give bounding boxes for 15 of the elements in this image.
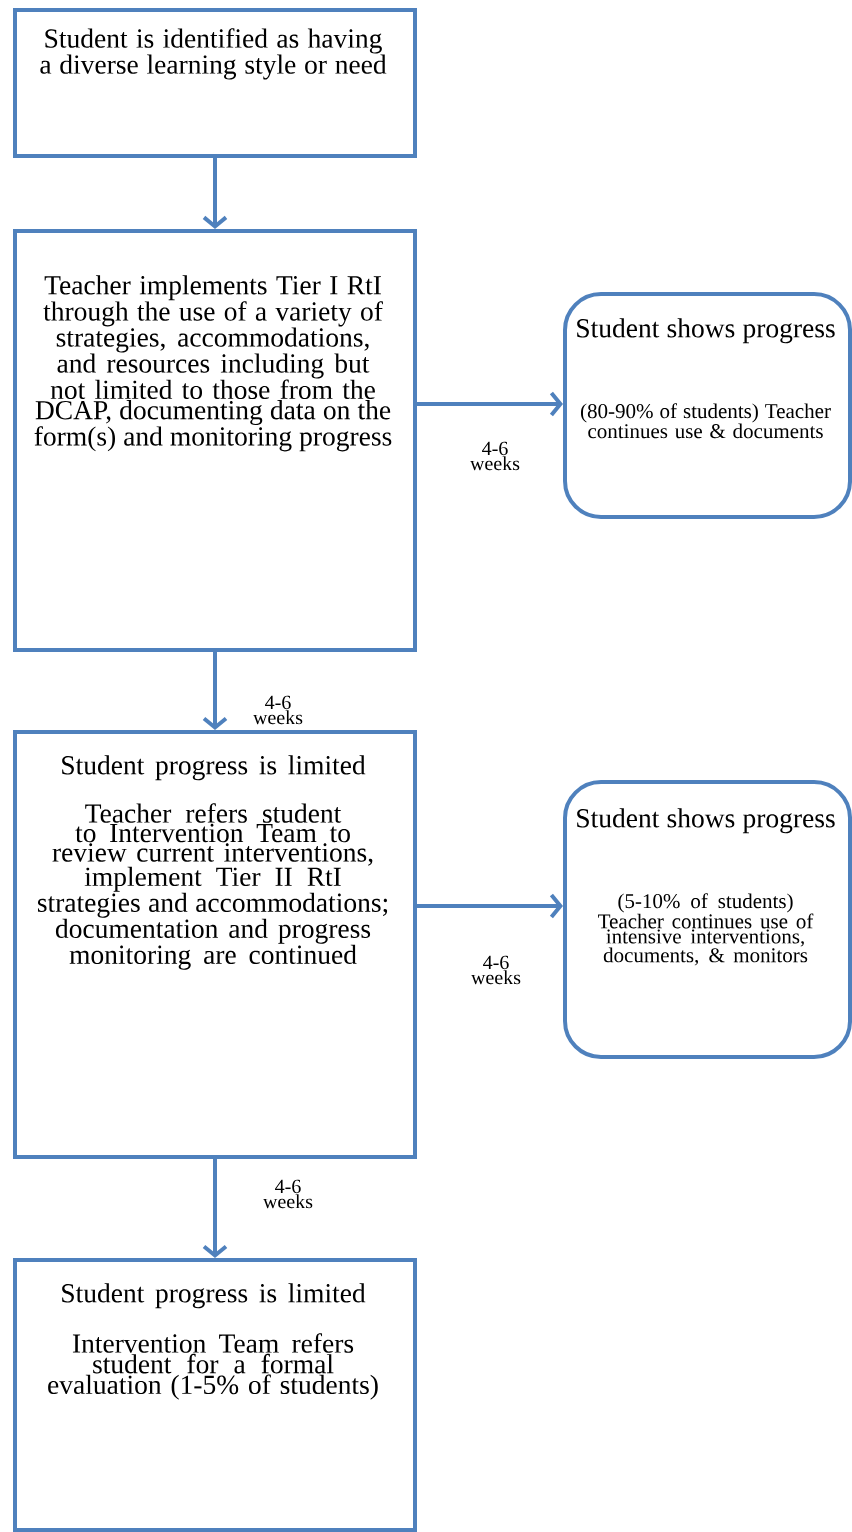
edge-label: 4-6 weeks (242, 694, 314, 726)
process-box: Student progress is limited Teacher refers student to Intervention Team to review current interventions, implement Tier II RtI strategies and accommodations; documentation and progress monitoring are continued (13, 730, 417, 1159)
edge-label: 4-6 weeks (460, 954, 532, 986)
arrow (202, 652, 228, 730)
edge-label: 4-6 weeks (459, 440, 531, 472)
arrow (417, 391, 563, 417)
process-box: Student is identified as having a diverse learning style or need (13, 8, 417, 158)
arrow (417, 893, 563, 919)
arrow (202, 158, 228, 229)
arrow (202, 1159, 228, 1258)
process-box: Student progress is limited Intervention Team refers student for a formal evaluation (1-5% of students) (13, 1258, 417, 1532)
rounded-box: Student shows progress (80-90% of students) Teacher continues use & documents (563, 292, 852, 519)
edge-label: 4-6 weeks (252, 1178, 324, 1210)
process-box: Teacher implements Tier I RtI through the use of a variety of strategies, accommodations, and resources including but not limited to those from the DCAP, documenting data on the form(s) and monitoring progress (13, 229, 417, 652)
rounded-box: Student shows progress (5-10% of students) Teacher continues use of intensive interventions, documents, & monitors (563, 780, 852, 1059)
